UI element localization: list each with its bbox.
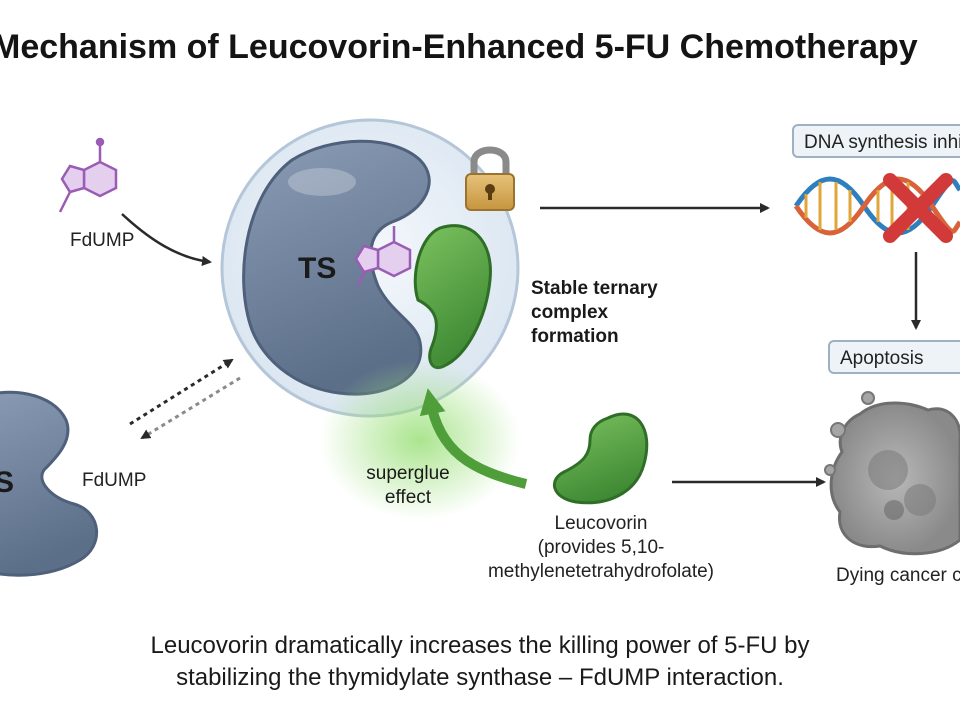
leucovorin-line-2: (provides 5,10- [537,537,665,558]
dna-synthesis-box: DNA synthesis inhibited [792,124,960,158]
dashed-arrow-reverse [140,376,241,440]
leucovorin-line-3: methylenetetrahydrofolate) [487,561,714,582]
glue-line-2: effect [384,487,432,508]
label-ts-main: TS [298,252,337,285]
label-ternary-complex: Stable ternary complex formation [531,277,658,349]
bottom-caption: Leucovorin dramatically increases the ki… [0,630,960,694]
superglue-arrow [419,388,528,489]
label-fdump-top: FdUMP [70,230,135,251]
label-dying-cell: Dying cancer cell [836,565,960,586]
complex-line-2: complex [531,302,609,323]
lock-icon [465,146,515,211]
fdump-free-molecule [58,137,118,213]
glue-line-1: superglue [366,463,450,484]
label-superglue: superglue effect [352,462,464,510]
label-fdump-left: FdUMP [82,470,147,491]
leucovorin-free [552,412,649,505]
superglue-glow [320,360,520,520]
ts-enzyme-main [242,139,431,396]
caption-line-2: stabilizing the thymidylate synthase – F… [176,664,784,691]
apoptosis-box: Apoptosis [828,340,960,374]
fdump-bound-molecule [354,226,412,287]
caption-line-1: Leucovorin dramatically increases the ki… [150,632,810,659]
red-cross-icon [883,173,953,243]
diagram-title: Mechanism of Leucovorin-Enhanced 5-FU Ch… [0,28,918,66]
complex-line-3: formation [531,326,619,347]
label-ts-left: S [0,466,15,499]
label-leucovorin: Leucovorin (provides 5,10- methylenetetr… [446,512,756,584]
dying-cell-icon [824,391,960,556]
ts-enzyme-left [0,390,98,577]
leucovorin-line-1: Leucovorin [554,513,648,534]
arrow-fdump-to-complex [121,213,212,266]
complex-line-1: Stable ternary [531,278,658,299]
ts-highlight [288,168,356,196]
